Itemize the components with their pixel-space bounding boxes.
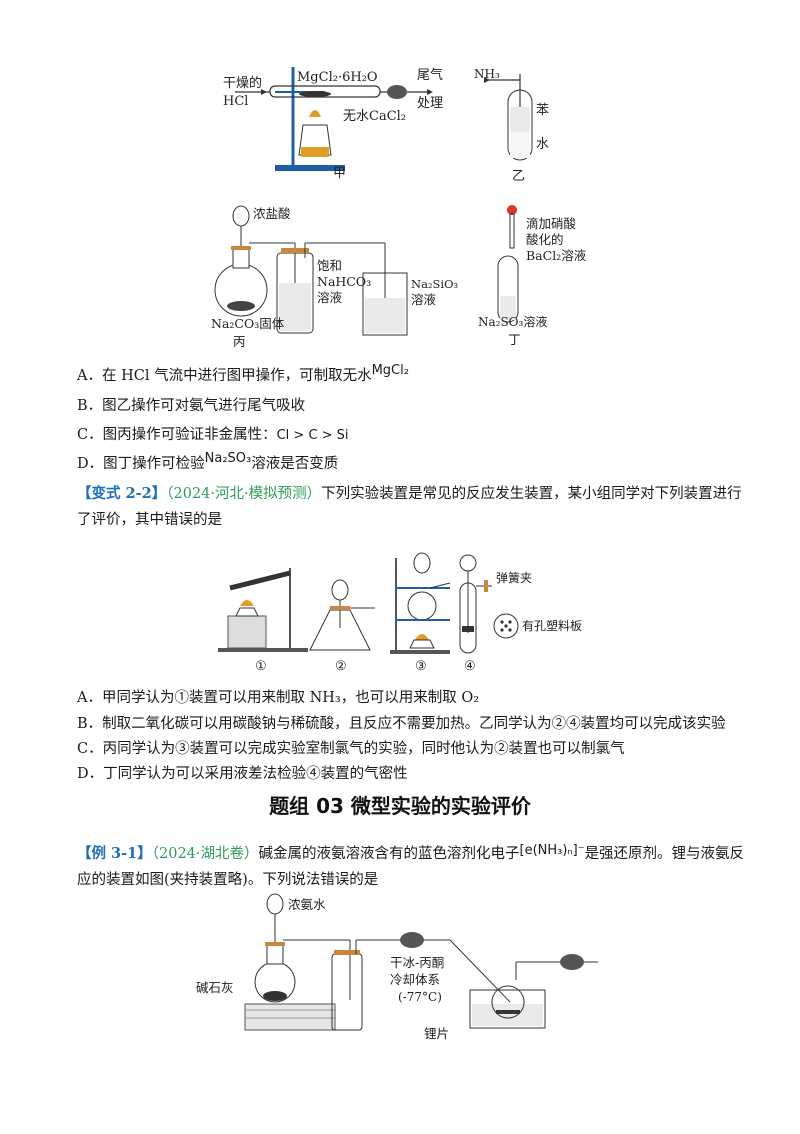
silicate-label-2: 溶液	[411, 292, 437, 307]
figure-jia: 干燥的 HCl MgCl₂·6H₂O 尾气 处理 无水CaCl₂ 甲	[223, 67, 443, 180]
apparatus-number-1: ①	[255, 659, 267, 674]
q2-option-c: C．丙同学认为③装置可以完成实验室制氯气的实验，同时他认为②装置也可以制氯气	[77, 741, 625, 757]
formula-na2so3: Na₂SO₃	[204, 451, 252, 466]
figure-yi: NH₃ 苯 水 乙	[474, 67, 549, 184]
water-label: 水	[536, 137, 549, 152]
question-tag: 【例 3-1】	[77, 845, 152, 862]
formula-solvated-electron: [e(NH₃)ₙ]⁻	[519, 843, 585, 858]
figure-caption-bing: 丙	[233, 334, 246, 349]
option-a: A．在 HCl 气流中进行图甲操作，可制取无水MgCl₂	[77, 363, 409, 384]
question-2-stem-line-2: 了评价，其中错误的是	[77, 512, 222, 528]
question-source: （2024·河北·模拟预测）	[166, 486, 322, 502]
option-b: B．图乙操作可对氨气进行尾气吸收	[77, 398, 306, 414]
saturated-label-1: 饱和	[317, 258, 342, 273]
saturated-label-2: NaHCO₃	[317, 274, 371, 289]
figure-lithium-ammonia-apparatus: 浓氨水 碱石灰 干冰-丙酮 冷却体系 (-77°C) 锂片	[196, 893, 598, 1041]
option-c: C．图丙操作可验证非金属性：Cl > C > Si	[77, 427, 349, 443]
cooling-label-2: 冷却体系	[390, 972, 440, 987]
figure-caption-jia: 甲	[333, 166, 346, 180]
saturated-label-3: 溶液	[317, 290, 343, 305]
question-2-stem-line-1: 【变式 2-2】（2024·河北·模拟预测）下列实验装置是常见的反应发生装置，某…	[77, 485, 742, 502]
figure-caption-yi: 乙	[512, 169, 525, 184]
perforated-plate-label: 有孔塑料板	[522, 618, 582, 633]
reagent-label: MgCl₂·6H₂O	[297, 70, 378, 85]
apparatus-number-4: ④	[464, 659, 476, 674]
hcl-label-1: 干燥的	[223, 75, 262, 91]
apparatus-number-2: ②	[335, 659, 347, 674]
cooling-label-3: (-77°C)	[398, 990, 442, 1004]
q2-option-d: D．丁同学认为可以采用液差法检验④装置的气密性	[77, 766, 408, 782]
cooling-label-1: 干冰-丙酮	[390, 955, 444, 970]
question-source: （2024·湖北卷）	[151, 846, 259, 862]
section-title: 题组 03 微型实验的实验评价	[269, 794, 531, 818]
ammonia-water-label: 浓氨水	[288, 897, 326, 912]
figure-caption-ding: 丁	[508, 332, 521, 347]
desiccant-label: 无水CaCl₂	[343, 109, 406, 124]
hydrochloric-acid-label: 浓盐酸	[253, 206, 291, 221]
spring-clip-label: 弹簧夹	[496, 570, 532, 585]
soda-lime-label: 碱石灰	[196, 980, 234, 995]
figure-apparatus-set: 弹簧夹 有孔塑料板 ① ② ③ ④	[218, 552, 582, 674]
carbonate-solid-label: Na₂CO₃固体	[211, 316, 285, 331]
tail-gas-label-2: 处理	[417, 96, 443, 111]
option-d: D．图丁操作可检验Na₂SO₃溶液是否变质	[77, 451, 339, 472]
apparatus-number-3: ③	[415, 659, 427, 674]
figure-bing: 浓盐酸 饱和 NaHCO₃ 溶液 Na₂SiO₃ 溶液 Na₂CO₃固体 丙	[211, 205, 459, 349]
ammonia-gas-label: NH₃	[474, 67, 500, 81]
silicate-label-1: Na₂SiO₃	[411, 277, 459, 291]
nitric-acid-label-1: 滴加硝酸	[526, 216, 577, 231]
formula-nonmetal-order: Cl > C > Si	[276, 428, 349, 443]
benzene-label: 苯	[536, 103, 549, 118]
barium-chloride-label: BaCl₂溶液	[526, 248, 587, 263]
question-tag: 【变式 2-2】	[77, 485, 167, 502]
q2-option-b: B．制取二氧化碳可以用碳酸钠与稀硫酸，且反应不需要加热。乙同学认为②④装置均可以…	[77, 716, 726, 732]
lithium-label: 锂片	[424, 1026, 449, 1041]
figure-ding: 滴加硝酸 酸化的 BaCl₂溶液 Na₂SO₃溶液 丁	[478, 205, 587, 347]
tail-gas-label-1: 尾气	[417, 67, 443, 83]
q2-option-a: A．甲同学认为①装置可以用来制取 NH₃，也可以用来制取 O₂	[77, 690, 480, 706]
nitric-acid-label-2: 酸化的	[526, 232, 564, 247]
question-3-stem-line-2: 应的装置如图(夹持装置略)。下列说法错误的是	[77, 872, 379, 888]
formula-mgcl2: MgCl₂	[371, 363, 409, 378]
question-3-stem-line-1: 【例 3-1】（2024·湖北卷）碱金属的液氨溶液含有的蓝色溶剂化电子[e(NH…	[77, 843, 745, 862]
hcl-label-2: HCl	[223, 94, 248, 109]
sulfite-solution-label: Na₂SO₃溶液	[478, 314, 547, 329]
